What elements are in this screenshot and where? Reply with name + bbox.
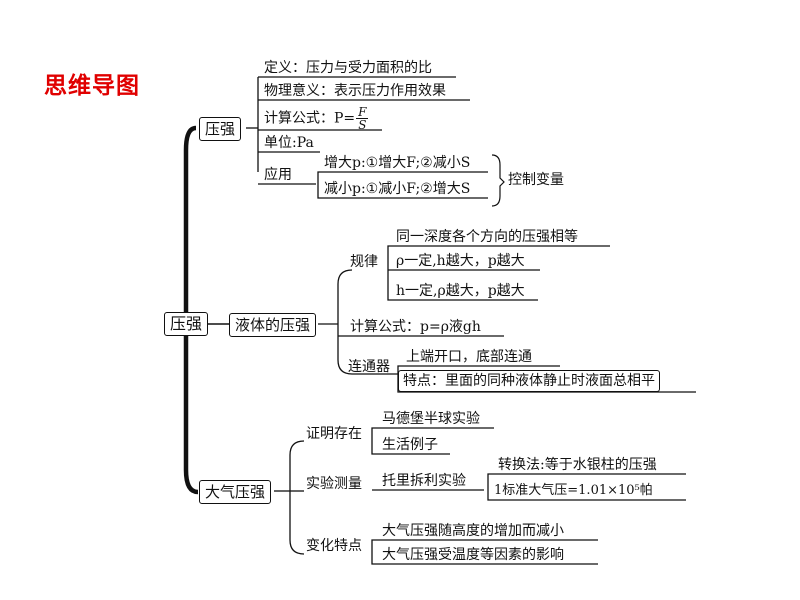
rule-label: 规律 <box>350 254 378 270</box>
change-item-1: 大气压强随高度的增加而减小 <box>382 523 564 539</box>
pressure-meaning: 物理意义：表示压力作用效果 <box>264 83 446 99</box>
pressure-formula-prefix: 计算公式：P= <box>264 110 356 127</box>
measure-label: 实验测量 <box>306 476 362 492</box>
proof-fork <box>371 427 494 455</box>
measure-fork <box>487 473 686 501</box>
rule-item-1: 同一深度各个方向的压强相等 <box>396 229 578 245</box>
liquid-curve <box>337 269 353 375</box>
measure-experiment: 托里拆利实验 <box>382 473 466 489</box>
change-label: 变化特点 <box>306 538 362 554</box>
connector-item-2: 特点：里面的同种液体静止时液面总相平 <box>398 370 660 392</box>
application-label: 应用 <box>264 167 292 183</box>
proof-item-2: 生活例子 <box>382 437 438 453</box>
proof-item-1: 马德堡半球实验 <box>382 411 480 427</box>
measure-item-1: 转换法:等于水银柱的压强 <box>498 457 657 473</box>
pressure-formula-numerator: F <box>356 105 369 119</box>
atmosphere-node: 大气压强 <box>199 480 272 504</box>
liquid-formula: 计算公式：p=ρ液gh <box>350 319 481 335</box>
atmosphere-curve <box>289 440 305 555</box>
rule-item-3: h一定,ρ越大，p越大 <box>396 283 525 299</box>
connector-item-1: 上端开口，底部连通 <box>406 349 532 365</box>
root-node: 压强 <box>164 312 209 336</box>
rule-line-3 <box>387 270 538 301</box>
application-fork <box>317 171 488 199</box>
application-brace <box>491 154 505 207</box>
rule-line-1 <box>387 245 610 270</box>
measure-item-2: 1标准大气压=1.01×10⁵帕 <box>494 483 653 498</box>
rule-item-2: ρ一定,h越大，p越大 <box>396 253 525 269</box>
pressure-formula-denominator: S <box>358 118 367 132</box>
pressure-definition: 定义：压力与受力面积的比 <box>264 60 432 76</box>
application-decrease: 减小p:①减小F;②增大S <box>324 181 471 197</box>
change-fork <box>371 539 598 565</box>
change-item-2: 大气压强受温度等因素的影响 <box>382 547 564 563</box>
pressure-unit: 单位:Pa <box>264 135 314 151</box>
connector-label: 连通器 <box>348 359 390 375</box>
application-increase: 增大p:①增大F;②减小S <box>324 155 471 171</box>
liquid-node: 液体的压强 <box>229 313 317 337</box>
application-note: 控制变量 <box>508 172 564 188</box>
page-title: 思维导图 <box>44 73 140 99</box>
proof-label: 证明存在 <box>306 426 362 442</box>
pressure-node: 压强 <box>199 117 242 141</box>
root-trunk <box>183 125 199 495</box>
